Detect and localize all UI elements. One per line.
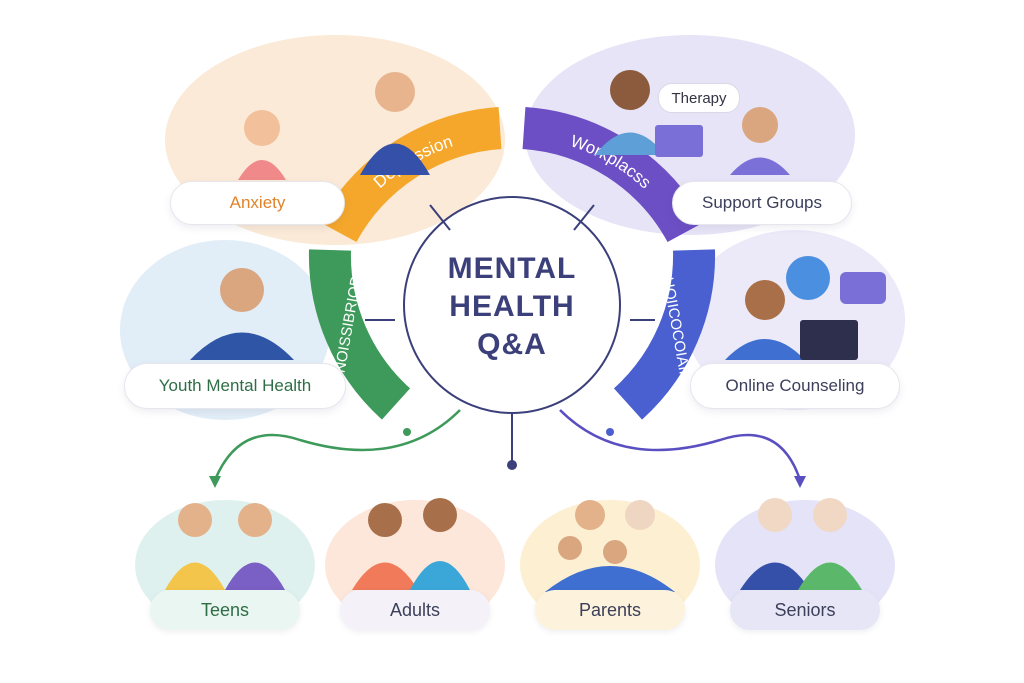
youth-mental-health-pill[interactable]: Youth Mental Health <box>124 363 346 409</box>
online-counseling-pill[interactable]: Online Counseling <box>690 363 900 409</box>
chat-bubble-icon <box>840 272 886 304</box>
green-arrow-icon <box>209 476 221 488</box>
phone-icon <box>786 256 830 300</box>
purple-connector <box>559 409 802 481</box>
support-people <box>595 70 790 175</box>
support-groups-pill[interactable]: Support Groups <box>672 181 852 225</box>
youth-person <box>190 268 294 360</box>
online-person <box>725 256 886 360</box>
right-blue-segment <box>613 249 716 420</box>
teens-pill[interactable]: Teens <box>150 590 300 630</box>
left-green-segment <box>308 249 411 420</box>
spokes <box>365 204 655 462</box>
purple-arrow-icon <box>794 476 806 488</box>
parents-pill[interactable]: Parents <box>535 590 685 630</box>
center-title-line3: Q&A <box>477 328 547 361</box>
center-title: MENTAL HEALTH Q&A <box>406 250 618 364</box>
therapy-bubble: Therapy <box>658 83 740 113</box>
anxiety-pill[interactable]: Anxiety <box>170 181 345 225</box>
green-dot <box>403 428 411 436</box>
adults-pill[interactable]: Adults <box>340 590 490 630</box>
center-title-line1: MENTAL <box>447 252 577 285</box>
seniors-pill[interactable]: Seniors <box>730 590 880 630</box>
stem-dot <box>507 460 517 470</box>
anxiety-people <box>238 72 430 180</box>
center-title-line2: HEALTH <box>449 290 575 323</box>
ring <box>308 107 716 420</box>
blue-dot <box>606 428 614 436</box>
laptop-icon <box>800 320 858 360</box>
green-connector <box>213 409 461 481</box>
group-figures <box>165 498 862 592</box>
workplace-segment <box>522 107 705 243</box>
laptop-icon <box>655 125 703 157</box>
